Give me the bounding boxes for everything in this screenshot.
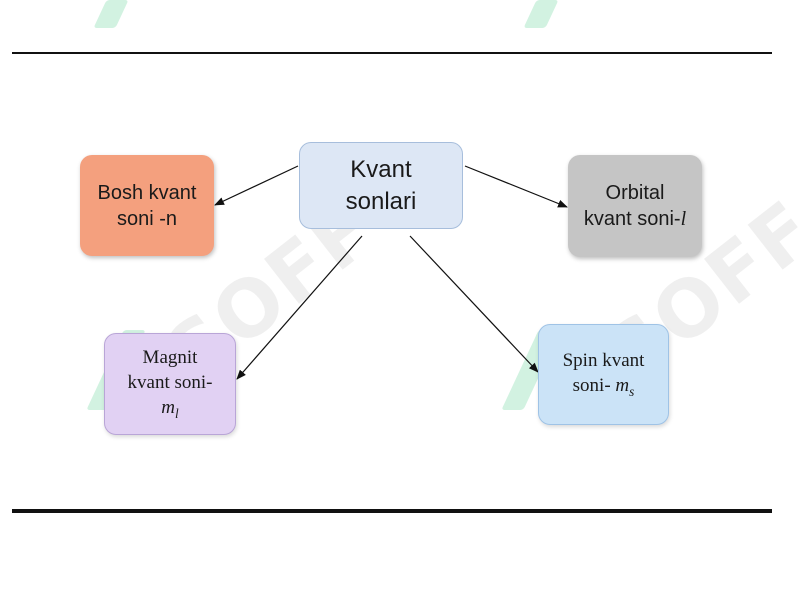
node-label-line2: soni -n — [116, 207, 177, 230]
arrow-to-orbital — [464, 165, 568, 208]
orbital-symbol: l — [680, 208, 687, 230]
node-bosh-kvant-soni: Bosh kvant soni -n — [80, 155, 214, 256]
spin-subscript: s — [629, 383, 635, 399]
node-kvant-sonlari: Kvant sonlari — [299, 142, 463, 229]
node-spin-kvant-soni: Spin kvant soni- ms — [538, 324, 669, 425]
arrow-to-magnit — [236, 235, 363, 380]
magnit-subscript: l — [175, 405, 179, 421]
node-label-line2: sonlari — [345, 187, 417, 215]
node-label-line1: Spin kvant — [562, 350, 645, 372]
node-label-line2-wrap: soni- ms — [563, 374, 645, 400]
node-label-line2: kvant soni- — [127, 371, 213, 393]
top-rule — [12, 52, 772, 54]
node-label-line1: Magnit — [142, 347, 198, 369]
node-label-line2: soni- — [572, 374, 616, 396]
node-label-line2-wrap: kvant soni-l — [584, 206, 686, 232]
magnit-symbol: m — [161, 396, 176, 418]
node-orbital-kvant-soni: Orbital kvant soni-l — [568, 155, 702, 257]
node-label-line1: Bosh kvant — [97, 181, 197, 204]
arrow-to-bosh — [214, 165, 299, 206]
node-magnit-kvant-soni: Magnit kvant soni- ml — [104, 333, 236, 435]
node-label-line1: Kvant — [350, 156, 412, 184]
spin-symbol: m — [615, 374, 630, 396]
bottom-rule — [12, 509, 772, 513]
node-label-line1: Orbital — [605, 182, 665, 204]
arrow-to-spin — [409, 235, 539, 373]
magnit-symbol-wrap: ml — [128, 396, 213, 422]
node-label-line2: kvant soni- — [583, 208, 681, 230]
